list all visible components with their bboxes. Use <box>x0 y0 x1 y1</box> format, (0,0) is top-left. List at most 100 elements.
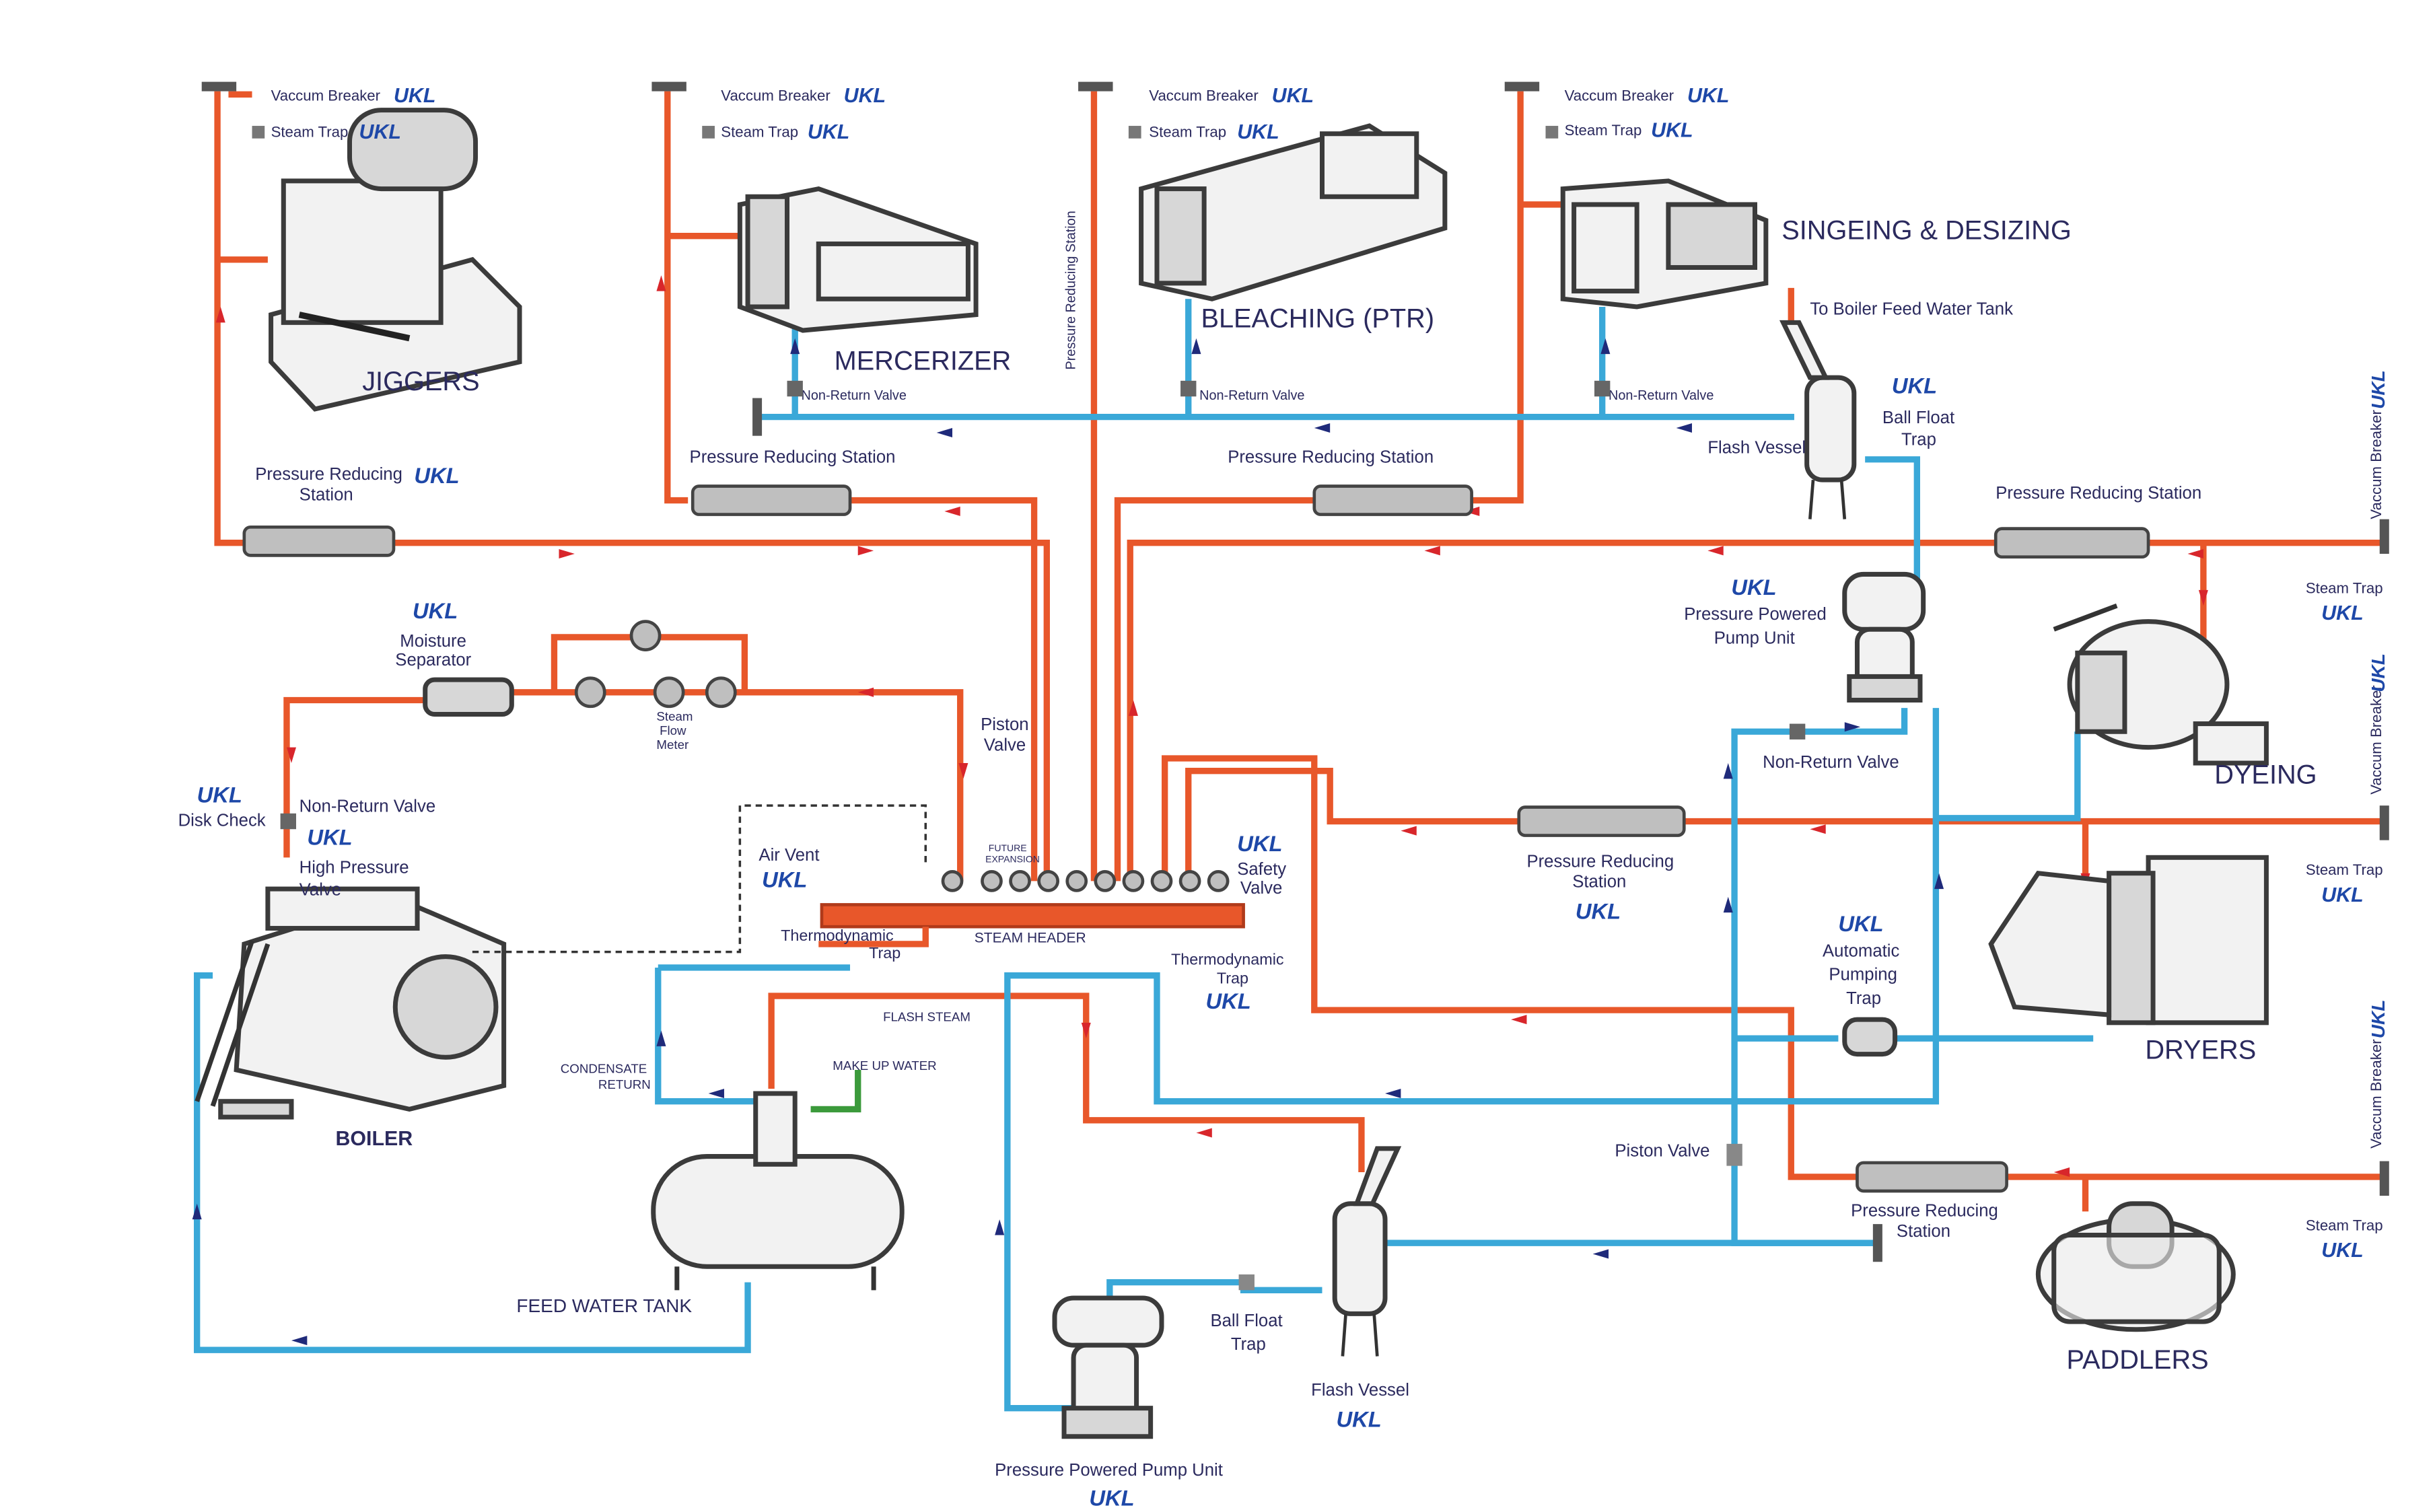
flash-vessel-top <box>1779 320 1857 519</box>
pressure-powered-pump-top <box>1842 571 1926 703</box>
steam-flow-meter-label-2: Flow <box>660 723 686 737</box>
vacuum-breaker-label-r2: Vaccum Breaker <box>2368 685 2385 795</box>
ukl-logo: UKL <box>808 120 849 143</box>
safety-valve-label-2: Valve <box>1240 879 1282 898</box>
high-pressure-valve-label-2: Valve <box>299 880 341 899</box>
ukl-logo: UKL <box>1237 831 1282 856</box>
thermodynamic-trap-label-1b: Trap <box>869 944 901 962</box>
ukl-logo: UKL <box>1205 988 1250 1013</box>
nrv-label-3: Non-Return Valve <box>1609 388 1714 403</box>
air-vent-label: Air Vent <box>758 846 819 865</box>
thermodynamic-trap-label-2a: Thermodynamic <box>1171 950 1284 968</box>
flow-arrows <box>192 275 2208 1346</box>
ukl-logo: UKL <box>1651 118 1693 141</box>
vacuum-breaker-label-r3: Vaccum Breaker <box>2368 1039 2385 1149</box>
flash-vessel-label-2: Flash Vessel <box>1311 1381 1409 1400</box>
thermodynamic-trap-label-1a: Thermodynamic <box>781 927 894 944</box>
apt-label-3: Trap <box>1846 989 1881 1008</box>
safety-valve-label-1: Safety <box>1237 860 1286 879</box>
steam-header-label: STEAM HEADER <box>975 931 1086 946</box>
ukl-logo: UKL <box>359 120 401 143</box>
piston-valve-label-1: Piston <box>981 715 1028 734</box>
condensate-lines <box>194 299 2094 1412</box>
bleaching-title: BLEACHING (PTR) <box>1201 303 1434 333</box>
feed-water-tank-title: FEED WATER TANK <box>516 1295 692 1316</box>
ukl-logo: UKL <box>307 825 352 850</box>
flash-steam-label: FLASH STEAM <box>883 1009 971 1023</box>
paddlers-title: PADDLERS <box>2066 1345 2208 1375</box>
steam-trap-label-1: Steam Trap <box>271 123 349 140</box>
vacuum-breaker-label-r1: Vaccum Breaker <box>2368 410 2385 519</box>
ukl-logo: UKL <box>1892 373 1937 398</box>
ukl-logo: UKL <box>762 867 807 892</box>
piston-valve-label-2: Valve <box>984 735 1026 754</box>
feed-water-tank-equipment <box>651 1091 905 1291</box>
steam-flow-meter-label-3: Meter <box>656 737 689 752</box>
thermodynamic-trap-label-2b: Trap <box>1217 969 1248 986</box>
ukl-logo: UKL <box>414 463 459 488</box>
flash-vessel-bottom <box>1332 1146 1402 1357</box>
bleaching-machine <box>1139 123 1448 301</box>
ball-float-label-2a: Ball Float <box>1210 1311 1282 1330</box>
paddlers-machine <box>2035 1201 2236 1332</box>
boiler-equipment <box>195 886 507 1120</box>
singeing-title: SINGEING & DESIZING <box>1781 215 2072 245</box>
nrv-label-boiler: Non-Return Valve <box>299 797 436 816</box>
ukl-logo: UKL <box>1237 120 1279 143</box>
ppu-label-1b: Pump Unit <box>1714 628 1795 647</box>
steam-trap-label-r1: Steam Trap <box>2306 579 2383 596</box>
ukl-logo: UKL <box>1576 899 1621 924</box>
ukl-logo: UKL <box>197 782 242 807</box>
singeing-machine <box>1560 178 1769 310</box>
ball-float-label-1b: Trap <box>1901 431 1936 449</box>
condensate-return-label-1: CONDENSATE <box>561 1062 647 1076</box>
automatic-pumping-trap <box>1842 1017 1898 1057</box>
make-up-water-label: MAKE UP WATER <box>833 1058 936 1073</box>
boiler-title: BOILER <box>335 1127 413 1150</box>
pressure-powered-pump-bottom <box>1052 1295 1164 1439</box>
nrv-label-1: Non-Return Valve <box>802 388 907 403</box>
disk-check-label: Disk Check <box>178 812 266 830</box>
prs-label-4: Pressure Reducing Station <box>1996 484 2201 503</box>
dryers-title: DRYERS <box>2145 1036 2256 1065</box>
dyeing-title: DYEING <box>2214 760 2317 789</box>
steam-trap-label-4: Steam Trap <box>1565 122 1642 139</box>
ppu-label-1a: Pressure Powered <box>1684 605 1827 624</box>
control-signal-line <box>472 804 927 953</box>
vacuum-breaker-label-3: Vaccum Breaker <box>1149 87 1259 104</box>
steam-trap-label-r3: Steam Trap <box>2306 1217 2383 1233</box>
apt-label-1: Automatic <box>1823 942 1899 961</box>
ukl-logo: UKL <box>2368 653 2389 692</box>
steam-trap-label-2: Steam Trap <box>721 123 798 140</box>
ukl-logo: UKL <box>1687 84 1729 107</box>
moisture-separator <box>423 677 514 717</box>
vacuum-breaker-label-2: Vaccum Breaker <box>721 87 831 104</box>
ball-float-label-2b: Trap <box>1231 1335 1266 1354</box>
ukl-logo: UKL <box>2321 884 2363 906</box>
moisture-separator-label-1: Moisture <box>400 632 466 651</box>
moisture-separator-label-2: Separator <box>395 651 471 670</box>
vacuum-breaker-label-4: Vaccum Breaker <box>1565 87 1674 104</box>
dryers-machine <box>1988 855 2269 1025</box>
steam-trap-label-3: Steam Trap <box>1149 123 1226 140</box>
prs-label-6b: Station <box>1897 1222 1950 1241</box>
flash-vessel-label-1: Flash Vessel <box>1707 438 1806 457</box>
to-boiler-feed-water-tank-label: To Boiler Feed Water Tank <box>1810 300 2013 319</box>
ukl-logo: UKL <box>1731 575 1776 600</box>
ukl-logo: UKL <box>1337 1407 1382 1432</box>
nrv-label-4: Non-Return Valve <box>1763 753 1899 772</box>
ppu-label-2: Pressure Powered Pump Unit <box>995 1461 1223 1480</box>
prs-label-5b: Station <box>1572 873 1626 892</box>
prs-label-2: Pressure Reducing Station <box>690 447 896 466</box>
prs-label-vertical: Pressure Reducing Station <box>1063 211 1078 369</box>
ukl-logo: UKL <box>2368 370 2389 409</box>
nrv-label-2: Non-Return Valve <box>1199 388 1304 403</box>
vacuum-breaker-label-1: Vaccum Breaker <box>271 87 381 104</box>
prs-label-5a: Pressure Reducing <box>1526 852 1674 871</box>
ukl-logo: UKL <box>413 598 458 623</box>
ukl-logo: UKL <box>2321 602 2363 624</box>
high-pressure-valve-label-1: High Pressure <box>299 859 409 877</box>
ukl-logo: UKL <box>2368 1000 2389 1039</box>
steam-flow-meter-label-1: Steam <box>656 709 693 723</box>
